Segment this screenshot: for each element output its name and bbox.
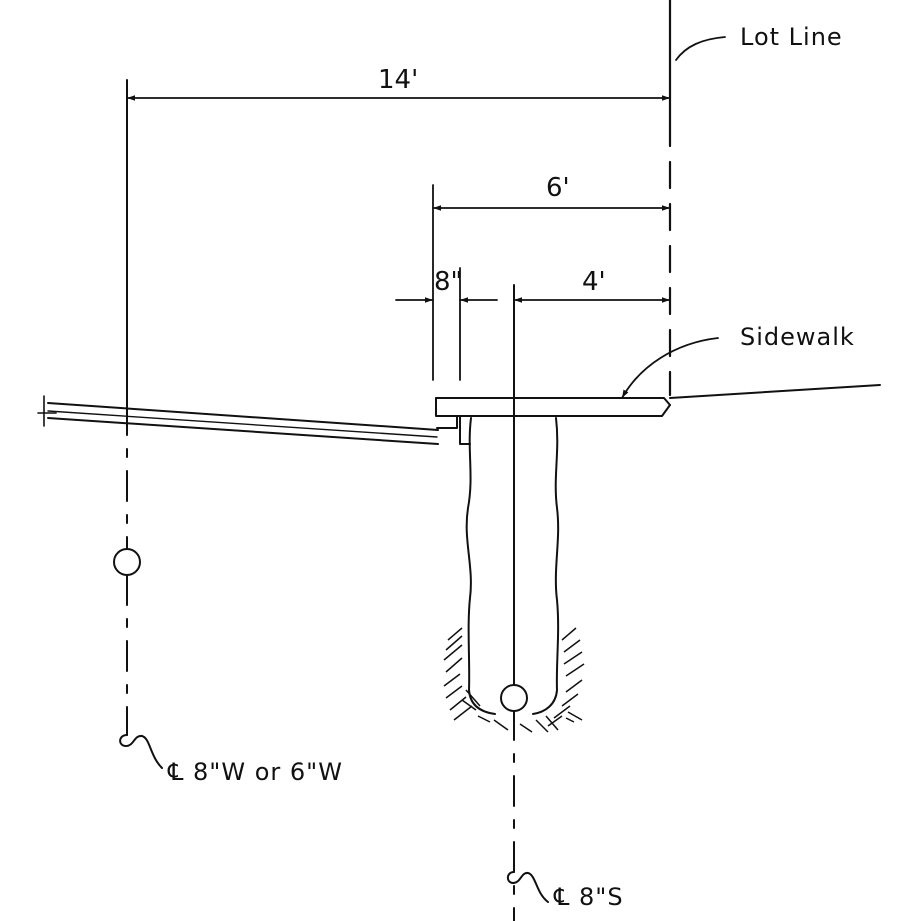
water-main-label: ℄ 8"W or 6"W — [167, 758, 343, 786]
dimension-6ft — [432, 184, 671, 381]
water-pipe-icon — [113, 548, 141, 576]
dimension-8in — [395, 267, 498, 381]
sidewalk-leader — [621, 337, 719, 399]
dim-6ft-label: 6' — [546, 173, 570, 203]
lot-line-leader — [675, 36, 726, 61]
dim-14ft-label: 14' — [378, 65, 418, 95]
sewer-main-label: ℄ 8"S — [553, 883, 624, 911]
lot-line-label: Lot Line — [740, 23, 843, 51]
sewer-pipe-icon — [500, 684, 528, 712]
ground-line — [669, 384, 881, 399]
sidewalk-label: Sidewalk — [740, 323, 855, 351]
sewer-callout-squiggle — [506, 871, 549, 903]
sewer-trench — [465, 417, 560, 715]
dim-4ft-label: 4' — [582, 267, 606, 297]
soil-hatching — [443, 627, 585, 733]
dim-8in-label: 8" — [434, 267, 463, 297]
curb-and-sidewalk — [435, 397, 671, 445]
street-pavement — [37, 395, 439, 445]
water-callout-squiggle — [119, 734, 163, 769]
